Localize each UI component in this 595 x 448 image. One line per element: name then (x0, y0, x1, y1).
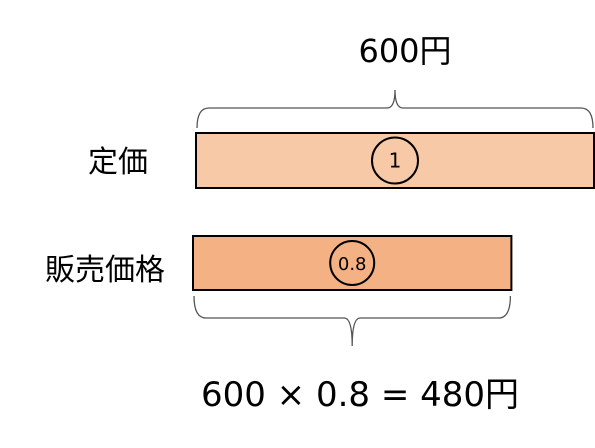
top-brace (196, 89, 594, 129)
sale-ratio-text: 0.8 (338, 254, 367, 275)
list-ratio-text: 1 (389, 149, 402, 173)
sale-price-bar (192, 235, 513, 291)
list-price-label: 定価 (88, 145, 148, 180)
sale-price-label: 販売価格 (45, 253, 165, 288)
sale-ratio-circle (329, 240, 376, 286)
equation-text: 600 × 0.8 = 480円 (201, 375, 519, 415)
list-ratio-circle (371, 136, 419, 185)
list-price-bar (195, 132, 595, 189)
bottom-brace (193, 295, 512, 347)
total-price-label: 600円 (358, 32, 451, 70)
